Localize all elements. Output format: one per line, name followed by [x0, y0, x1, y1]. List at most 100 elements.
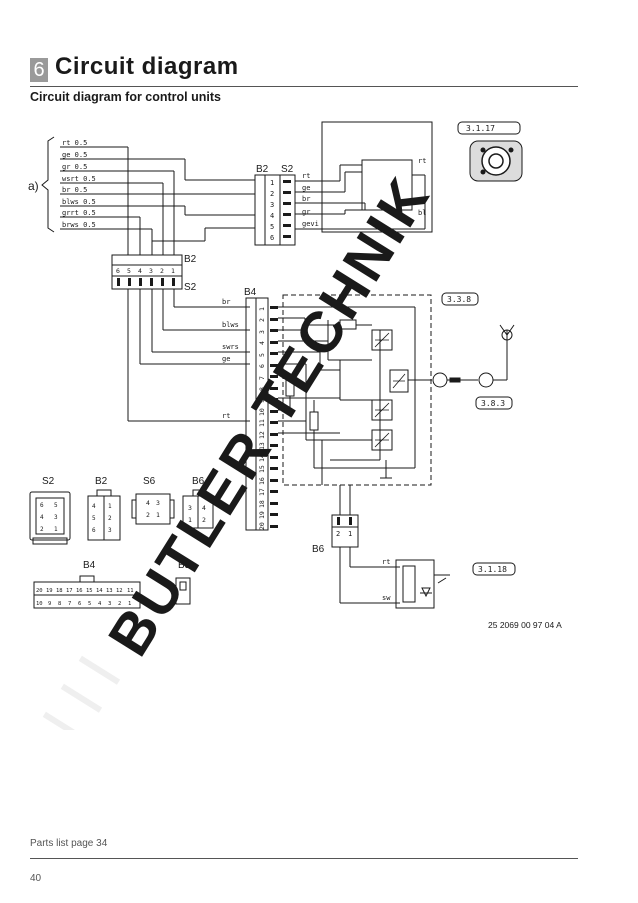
b4-thumbnail: [33, 575, 141, 609]
s2-wire-labels: rt ge br gr gevi: [302, 172, 319, 228]
pin-number: 14: [96, 588, 103, 594]
pin-number: 20: [36, 588, 43, 594]
pin-number: 1: [270, 179, 274, 187]
pin-number: 2: [202, 516, 206, 524]
wire-label: br: [222, 298, 230, 306]
ref-label: 3.1.18: [478, 565, 507, 574]
b2-middle-pins: 6 5 4 3 2 1: [116, 267, 175, 275]
header-rule: [30, 86, 578, 87]
b5-thumb-label: B5: [178, 560, 191, 571]
section-number: 6: [30, 58, 48, 82]
pin-number: 17: [258, 488, 266, 496]
b2-thumb-pins: 4 5 6 1 2 3: [92, 503, 112, 534]
page-title: Circuit diagram: [55, 53, 239, 80]
pin-number: 13: [258, 442, 266, 450]
b2-thumb-label: B2: [95, 476, 108, 487]
pin-number: 1: [348, 530, 352, 538]
wire-label: swrs: [222, 343, 239, 351]
pin-number: 7: [258, 376, 266, 380]
pin-number: 3: [54, 514, 58, 521]
pin-number: 4: [40, 514, 44, 521]
switch-box: [395, 559, 435, 609]
pin-number: 5: [270, 223, 274, 231]
pin-number: 17: [66, 588, 73, 594]
pin-number: 13: [106, 588, 113, 594]
parts-list-reference: Parts list page 34: [30, 838, 108, 849]
pin-number: 4: [98, 601, 102, 607]
pin-number: 4: [146, 499, 150, 507]
pin-number: 5: [258, 353, 266, 357]
s2-label: S2: [281, 164, 294, 175]
pin-number: 10: [36, 601, 43, 607]
pin-number: 1: [108, 503, 112, 510]
pin-number: 11: [258, 419, 266, 427]
pin-number: 4: [202, 504, 206, 512]
circuit-diagram: BUTLER TECHNIK rt 0.5 ge 0.5 gr 0.5 wsrt…: [28, 121, 562, 730]
wire-label: rt 0.5: [62, 139, 87, 147]
pin-number: 3: [258, 330, 266, 334]
b2-s2-middle-connector: [111, 254, 183, 290]
pin-number: 6: [78, 601, 81, 607]
pin-number: 6: [258, 364, 266, 368]
b2-middle-label: B2: [184, 254, 197, 265]
wire-label: sw: [382, 594, 391, 602]
b4-wire-labels: br blws swrs ge rt: [222, 298, 239, 420]
pin-number: 2: [146, 511, 150, 519]
harness-labels: rt 0.5 ge 0.5 gr 0.5 wsrt 0.5 br 0.5 blw…: [62, 139, 96, 229]
footer-rule: [30, 858, 578, 859]
s2-thumbnail: [29, 491, 71, 545]
pin-number: 9: [48, 601, 51, 607]
pin-number: 1: [128, 601, 131, 607]
b6-thumbnail: [182, 489, 214, 529]
pin-number: 2: [258, 318, 266, 322]
control-unit-box: [282, 294, 432, 486]
pin-number: 5: [88, 601, 91, 607]
wire-label: blws 0.5: [62, 198, 96, 206]
s6-thumbnail: [131, 493, 175, 525]
wire-label: br 0.5: [62, 186, 87, 194]
wire-label: gr: [302, 208, 310, 216]
pin-number: 4: [270, 212, 274, 220]
pin-number: 3: [188, 504, 192, 512]
pin-number: 2: [270, 190, 274, 198]
b4-connector: [245, 297, 269, 531]
ref-label: 3.3.8: [447, 295, 471, 304]
pin-number: 3: [149, 267, 153, 275]
b2-thumbnail: [87, 489, 121, 541]
b2-label: B2: [256, 164, 269, 175]
pin-number: 2: [118, 601, 121, 607]
pin-number: 18: [56, 588, 63, 594]
wire-label: wsrt 0.5: [62, 175, 96, 183]
wire-label: rt: [222, 412, 230, 420]
b6-connector: [331, 514, 359, 548]
pin-number: 1: [171, 267, 175, 275]
pin-number: 19: [46, 588, 53, 594]
pin-number: 14: [258, 454, 266, 462]
pin-number: 20: [258, 522, 266, 530]
pin-number: 1: [54, 526, 58, 533]
pin-number: 2: [160, 267, 164, 275]
b6-thumb-label: B6: [192, 476, 205, 487]
b2-top-pins: 1 2 3 4 5 6: [270, 179, 274, 242]
pin-number: 19: [258, 511, 266, 519]
pin-number: 5: [54, 502, 58, 509]
wire-label: gr 0.5: [62, 163, 87, 171]
component-label: bl: [418, 209, 426, 217]
control-unit-thumbnail: [469, 140, 523, 182]
pin-number: 7: [68, 601, 71, 607]
pin-number: 11: [127, 588, 134, 594]
pin-number: 15: [86, 588, 93, 594]
pin-number: 2: [40, 526, 44, 533]
b5-thumbnail: [175, 577, 191, 605]
wire-label: rt: [382, 558, 390, 566]
ref-label: 3.1.17: [466, 124, 495, 133]
b6-label: B6: [312, 544, 325, 555]
page-number: 40: [30, 873, 42, 884]
pin-number: 1: [258, 307, 266, 311]
pin-number: 4: [92, 503, 96, 510]
pin-number: 5: [127, 267, 131, 275]
ref-label: 3.8.3: [481, 399, 505, 408]
s6-thumb-label: S6: [143, 476, 156, 487]
b2-s2-connector: [254, 174, 296, 246]
pin-number: 8: [258, 387, 266, 391]
